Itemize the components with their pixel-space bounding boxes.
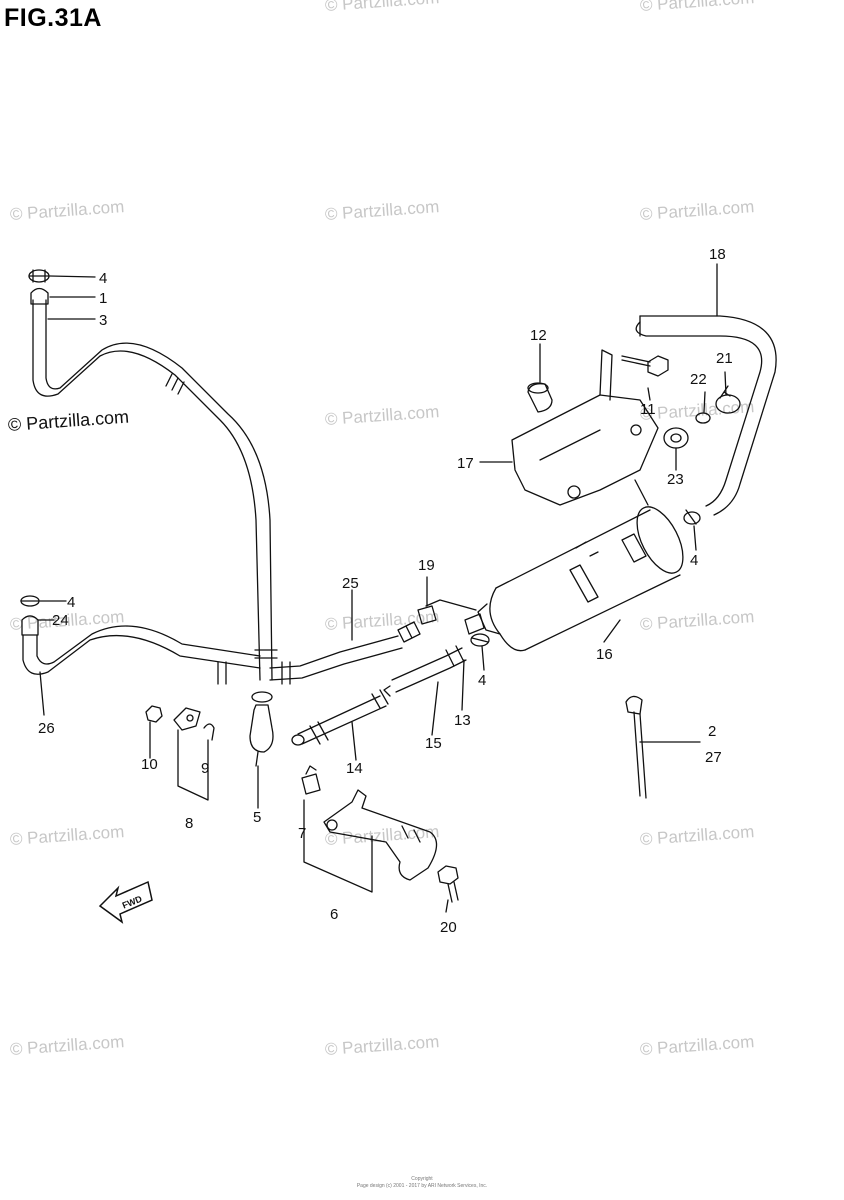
joint-5 [249, 691, 274, 767]
callout-22: 22 [690, 371, 707, 388]
canister-16 [477, 506, 684, 652]
spacer-23 [663, 427, 689, 449]
clip-9 [203, 723, 215, 741]
callout-12: 12 [530, 327, 547, 344]
callout-20: 20 [440, 919, 457, 936]
callout-16: 16 [596, 646, 613, 663]
callout-10: 10 [141, 756, 158, 773]
clamp-19 [417, 605, 437, 625]
clamp-4-right [683, 509, 701, 525]
callout-5: 5 [253, 809, 261, 826]
callout-4: 4 [67, 594, 75, 611]
callout-1: 1 [99, 290, 107, 307]
clamp-4-mid [470, 633, 490, 647]
hose-18 [635, 315, 777, 516]
grommet-12 [527, 382, 553, 413]
bracket-17 [511, 349, 659, 506]
pin-2-27 [625, 695, 647, 799]
callout-21: 21 [716, 350, 733, 367]
callout-4: 4 [478, 672, 486, 689]
callout-24: 24 [52, 612, 69, 629]
callout-19: 19 [418, 557, 435, 574]
callout-3: 3 [99, 312, 107, 329]
callout-13: 13 [454, 712, 471, 729]
washer-22 [695, 412, 711, 424]
callout-26: 26 [38, 720, 55, 737]
cap-21 [715, 385, 741, 414]
callout-4: 4 [99, 270, 107, 287]
bolt-10 [145, 705, 163, 723]
callout-18: 18 [709, 246, 726, 263]
hose-14 [291, 689, 389, 746]
clamp-13 [464, 613, 485, 635]
callout-15: 15 [425, 735, 442, 752]
bolt-20 [437, 865, 459, 903]
footer-credit: Page design (c) 2001 - 2017 by ARI Netwo… [356, 1183, 488, 1189]
callout-25: 25 [342, 575, 359, 592]
clamp-4-top [28, 269, 50, 283]
hose-3 [32, 299, 273, 681]
clip-7 [301, 765, 321, 795]
callout-7: 7 [298, 825, 306, 842]
fwd-arrow: FWD [98, 880, 153, 924]
hose-25 [217, 621, 421, 685]
callout-17: 17 [457, 455, 474, 472]
bracket-6 [323, 789, 438, 881]
callout-6: 6 [330, 906, 338, 923]
footer-copyright: Copyright [411, 1176, 433, 1182]
figure-title: FIG.31A [4, 4, 102, 32]
callout-11: 11 [640, 401, 656, 418]
callout-23: 23 [667, 471, 684, 488]
fitting-1 [30, 287, 49, 305]
callout-9: 9 [201, 760, 209, 777]
callout-8: 8 [185, 815, 193, 832]
callout-14: 14 [346, 760, 363, 777]
callout-27: 27 [705, 749, 722, 766]
callout-4: 4 [690, 552, 698, 569]
hose-26 [20, 595, 261, 675]
bolt-11 [621, 355, 669, 377]
bracket-8 [173, 707, 201, 731]
callout-2: 2 [708, 723, 716, 740]
hose-15 [383, 645, 467, 697]
